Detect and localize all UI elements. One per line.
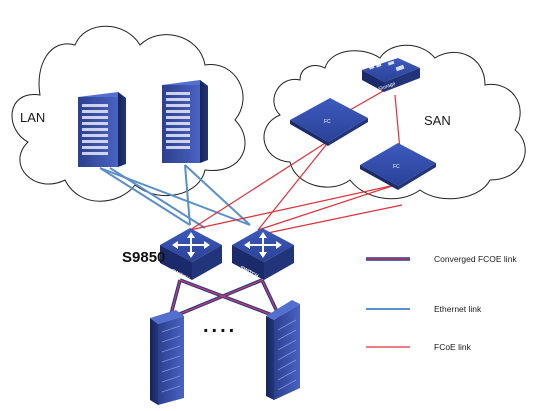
fc-label: FC	[324, 119, 331, 125]
fcoe-link	[189, 139, 331, 231]
storage-icon: Storage	[362, 58, 420, 92]
fc-switch-icon: FC	[290, 98, 368, 146]
fc-label: FC	[393, 164, 400, 170]
core-switch-icon: SWITCH	[232, 228, 294, 280]
fc-switch-icon: FC	[360, 143, 436, 190]
fcoe-link	[257, 184, 396, 231]
converged-link	[179, 279, 281, 319]
ethernet-links	[99, 164, 251, 229]
legend-fcoe: FCoE link	[366, 342, 472, 352]
lan-server-icon	[162, 80, 208, 163]
ethernet-link	[184, 164, 251, 226]
lan-label: LAN	[20, 110, 45, 125]
ethernet-link	[109, 167, 206, 229]
san-cloud	[263, 44, 526, 200]
san-label: SAN	[424, 113, 451, 128]
fcoe-link	[394, 94, 401, 151]
legend-converged-label: Converged FCOE link	[434, 254, 517, 264]
ethernet-link	[99, 167, 191, 226]
ethernet-link	[184, 164, 191, 226]
storage-label: Storage	[378, 81, 397, 93]
switch-title: S9850	[122, 249, 165, 266]
legend-ethernet: Ethernet link	[366, 304, 482, 314]
server-icon	[150, 310, 184, 405]
core-switch-icon: SWITCH	[160, 228, 222, 283]
lan-cloud	[11, 25, 246, 202]
converged-links	[168, 278, 282, 320]
fcoe-links	[189, 89, 403, 236]
converged-link	[169, 279, 263, 319]
legend-converged: Converged FCOE link	[366, 254, 517, 264]
legend: Converged FCOE link Ethernet link FCoE l…	[366, 254, 517, 352]
legend-fcoe-label: FCoE link	[434, 342, 472, 352]
fcoe-link	[257, 139, 331, 231]
fcoe-link	[257, 204, 403, 236]
fcoe-link	[189, 184, 396, 231]
servers-ellipsis: ....	[203, 315, 237, 337]
lan-server-icon	[78, 92, 126, 167]
legend-ethernet-label: Ethernet link	[434, 304, 482, 314]
fcoe-link	[349, 89, 386, 111]
server-icon	[266, 300, 300, 400]
